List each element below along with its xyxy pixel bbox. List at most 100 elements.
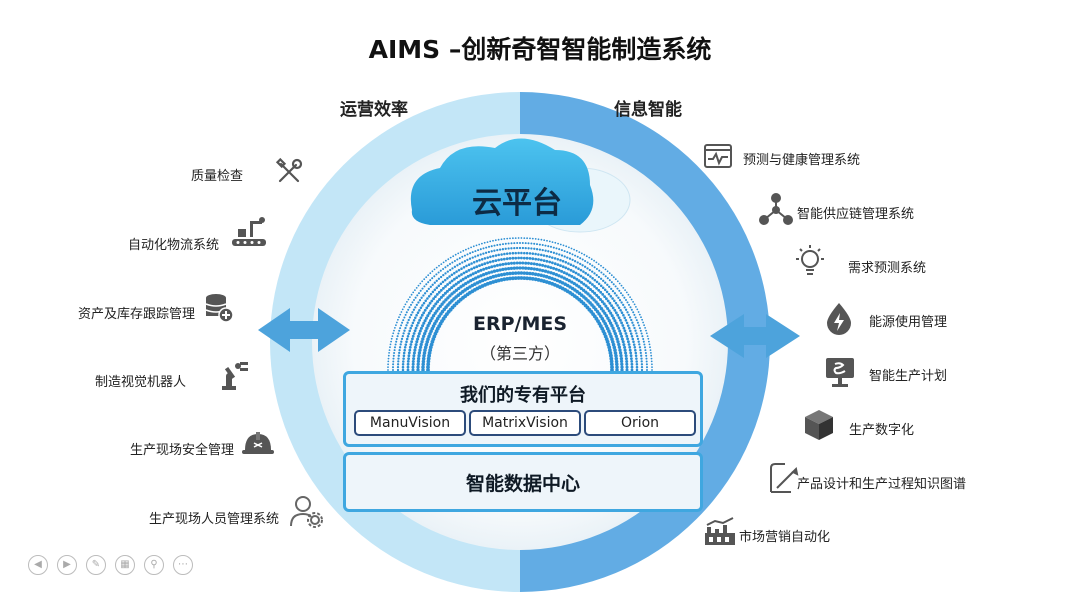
arc-dot xyxy=(635,363,639,366)
arc-dot xyxy=(623,316,626,320)
arc-dot xyxy=(465,270,468,273)
next-slide-icon[interactable]: ▶ xyxy=(57,555,77,575)
arc-dot xyxy=(504,267,508,271)
arc-dot xyxy=(523,251,526,255)
arc-dot xyxy=(423,278,426,281)
arc-dot xyxy=(625,321,629,325)
arc-dot xyxy=(501,262,505,266)
arc-dot xyxy=(425,306,429,310)
arc-dot xyxy=(442,300,446,304)
arc-dot xyxy=(604,304,608,308)
arc-dot xyxy=(604,268,607,271)
network-nodes-icon xyxy=(757,192,795,230)
arc-dot xyxy=(614,354,618,358)
arc-dot xyxy=(507,242,510,245)
arc-dot xyxy=(403,316,406,319)
arc-dot xyxy=(387,357,390,360)
arc-dot xyxy=(439,275,443,279)
arc-dot xyxy=(543,239,546,242)
zoom-icon[interactable]: ⚲ xyxy=(144,555,164,575)
arc-dot xyxy=(627,303,631,306)
arc-dot xyxy=(649,346,651,349)
arc-dot xyxy=(408,345,412,349)
arc-dot xyxy=(410,313,413,317)
arc-dot xyxy=(545,254,549,258)
arc-dot xyxy=(597,288,601,292)
product-matrixvision: MatrixVision xyxy=(469,410,581,436)
arc-dot xyxy=(483,257,487,260)
arc-dot xyxy=(602,266,605,269)
arc-dot xyxy=(644,349,647,352)
arc-dot xyxy=(481,273,486,277)
arc-dot xyxy=(458,262,461,266)
arc-dot xyxy=(518,266,522,270)
arc-dot xyxy=(425,340,429,344)
arc-dot xyxy=(426,314,430,318)
arc-dot xyxy=(561,259,565,263)
arc-dot xyxy=(599,290,603,294)
arc-dot xyxy=(511,276,515,281)
arc-dot xyxy=(517,251,520,255)
arc-dot xyxy=(427,321,432,325)
arc-dot xyxy=(436,300,440,304)
arc-dot xyxy=(426,368,430,372)
erp-mes-title: ERP/MES xyxy=(472,313,568,335)
arc-dot xyxy=(562,244,565,247)
arc-dot xyxy=(439,288,443,292)
arc-dot xyxy=(571,258,574,262)
arc-dot xyxy=(523,237,526,240)
arc-dot xyxy=(400,311,403,313)
arc-dot xyxy=(625,334,629,338)
arc-dot xyxy=(512,266,516,270)
arc-dot xyxy=(419,289,422,292)
arc-dot xyxy=(521,246,525,250)
arc-dot xyxy=(624,351,628,355)
arc-dot xyxy=(422,354,426,358)
arc-dot xyxy=(548,240,551,243)
arc-dot xyxy=(553,262,557,266)
arc-dot xyxy=(450,279,454,283)
prev-slide-icon[interactable]: ◀ xyxy=(28,555,48,575)
arc-dot xyxy=(451,267,454,270)
arc-dot xyxy=(613,351,618,355)
arc-dot xyxy=(613,299,616,303)
arc-dot xyxy=(479,274,483,278)
arc-dot xyxy=(548,260,552,264)
arc-dot xyxy=(403,348,406,352)
arc-dot xyxy=(610,304,613,307)
arc-dot xyxy=(591,289,595,293)
arc-dot xyxy=(496,243,499,247)
left-double-arrow xyxy=(258,308,350,352)
arc-dot xyxy=(405,337,409,341)
arc-dot xyxy=(614,278,617,281)
arc-dot xyxy=(529,262,533,266)
arc-dot xyxy=(446,270,449,273)
arc-dot xyxy=(526,266,531,271)
pen-tool-icon[interactable]: ✎ xyxy=(86,555,106,575)
arc-dot xyxy=(576,261,579,264)
arc-dot xyxy=(407,332,411,335)
arc-dot xyxy=(584,284,588,288)
arc-dot xyxy=(497,273,501,278)
arc-dot xyxy=(520,251,523,255)
arc-dot xyxy=(609,362,614,367)
arc-dot xyxy=(532,262,536,266)
arc-dot xyxy=(634,354,638,358)
arc-dot xyxy=(423,308,427,312)
arc-dot xyxy=(474,250,477,253)
slides-grid-icon[interactable]: ▦ xyxy=(115,555,135,575)
arc-dot xyxy=(408,306,411,309)
arc-dot xyxy=(619,332,623,336)
arc-dot xyxy=(551,256,554,259)
arc-dot xyxy=(440,302,444,306)
arc-dot xyxy=(626,324,630,327)
arc-dot xyxy=(615,337,619,341)
arc-dot xyxy=(479,248,482,251)
arc-dot xyxy=(577,279,581,283)
arc-dot xyxy=(396,321,398,324)
more-options-icon[interactable]: ⋯ xyxy=(173,555,193,575)
arc-dot xyxy=(446,264,449,267)
arc-dot xyxy=(597,275,601,279)
arc-dot xyxy=(586,261,589,264)
arc-dot xyxy=(511,271,515,276)
